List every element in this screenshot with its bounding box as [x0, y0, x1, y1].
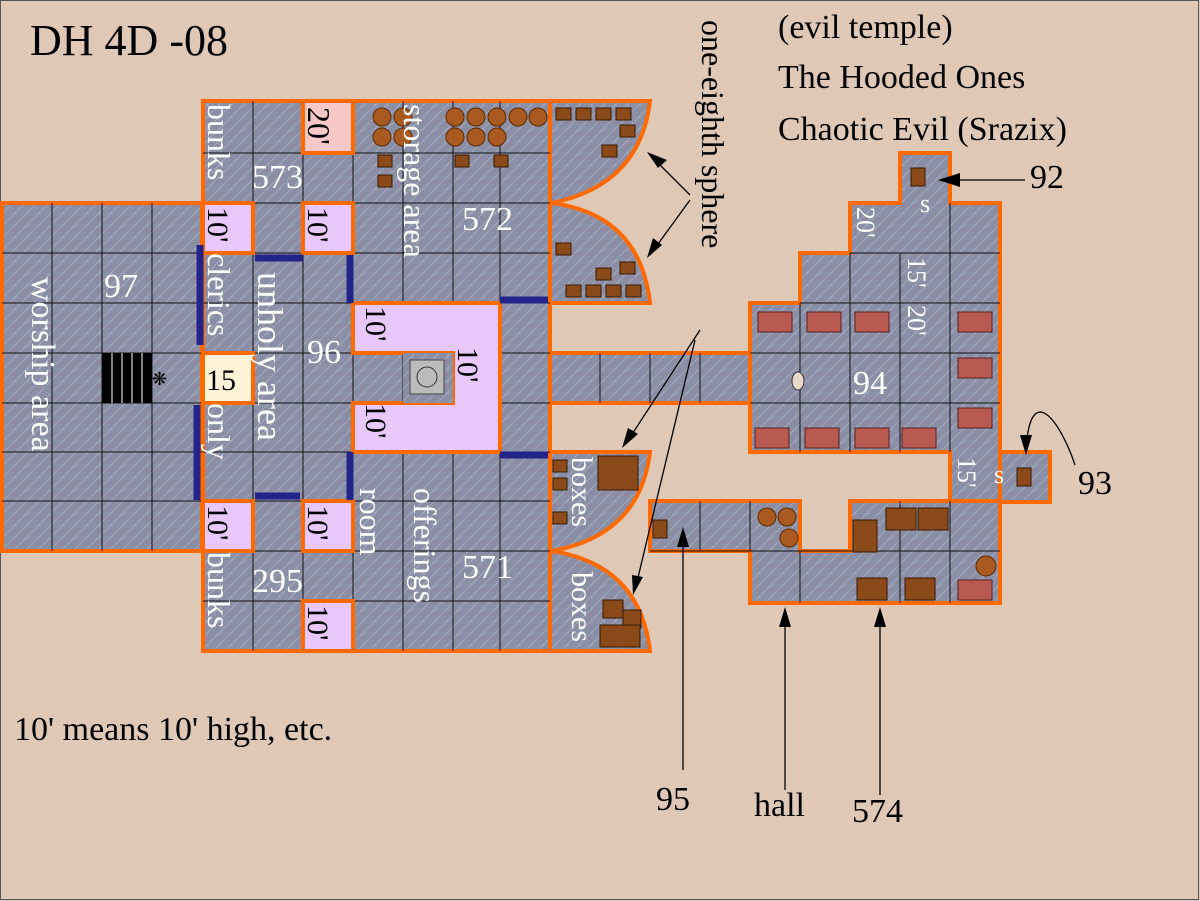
info-line-3: Chaotic Evil (Srazix) [778, 111, 1067, 148]
figure-icon [791, 371, 805, 391]
room-number-94: 94 [853, 365, 887, 402]
secret-door-marker: s [994, 460, 1004, 489]
one-eighth-sphere-label: one-eighth sphere [695, 20, 731, 248]
worship-area-label: worship area [24, 277, 61, 452]
raised-platform [351, 301, 502, 454]
bunks-label-top: bunks [201, 104, 237, 180]
secret-door-marker: s [920, 189, 930, 218]
room-number-573: 573 [252, 159, 303, 196]
bunks-label-bottom: bunks [201, 552, 237, 628]
legend-note: 10' means 10' high, etc. [14, 711, 332, 748]
offerings-label: offerings [407, 488, 443, 603]
height-box [301, 201, 355, 255]
callout-arrows [622, 152, 1076, 795]
height-label-10: 10' [301, 505, 334, 540]
barrels [372, 107, 997, 577]
room-label: room [353, 488, 389, 556]
height-label-15: 15' [902, 257, 931, 288]
height-label-15: 15 [206, 364, 236, 397]
height-label-20: 20' [851, 207, 880, 238]
sphere-south [548, 450, 653, 653]
callout-93: 93 [1078, 465, 1112, 502]
height-label-10: 10' [301, 207, 334, 242]
height-label-20: 20' [301, 107, 337, 145]
sphere-north [548, 99, 653, 305]
height-box [301, 499, 355, 553]
height-label-10: 10' [201, 207, 234, 242]
callout-92: 92 [1030, 159, 1064, 196]
room-number-96: 96 [307, 334, 341, 371]
height-box-20 [301, 99, 355, 155]
height-label-10: 10' [359, 403, 392, 438]
stairs-icon [102, 353, 152, 403]
height-label-20: 20' [902, 305, 931, 336]
height-box [201, 201, 255, 255]
altar-icon [409, 359, 445, 395]
beds [754, 311, 993, 601]
boxes-label-2: boxes [565, 572, 598, 642]
crates [377, 107, 1032, 648]
info-line-2: The Hooded Ones [778, 59, 1025, 96]
room-number-97: 97 [104, 268, 138, 305]
height-label-10: 10' [201, 505, 234, 540]
unholy-area-label: unholy area [250, 272, 290, 441]
callout-95: 95 [656, 781, 690, 818]
clerics-label: clerics [201, 253, 237, 337]
height-box [301, 599, 355, 653]
room-number-571: 571 [462, 549, 513, 586]
height-label-10: 10' [359, 306, 392, 341]
altar-symbol-icon [416, 366, 438, 388]
room-number-295: 295 [252, 563, 303, 600]
height-box [201, 499, 255, 553]
height-label-10: 10' [451, 347, 484, 382]
height-box-15 [201, 351, 255, 405]
map-title: DH 4D -08 [30, 16, 228, 65]
info-line-1: (evil temple) [778, 9, 953, 46]
storage-area-label: storage area [397, 104, 433, 258]
boxes-label-1: boxes [565, 457, 598, 527]
height-label-15: 15' [952, 457, 981, 488]
callout-574: 574 [852, 793, 903, 830]
room-number-572: 572 [462, 201, 513, 238]
height-label-10: 10' [301, 605, 334, 640]
curtains [193, 245, 548, 500]
brazier-icon: ❋ [152, 369, 167, 389]
only-label: only [201, 403, 237, 460]
callout-hall: hall [754, 787, 805, 824]
